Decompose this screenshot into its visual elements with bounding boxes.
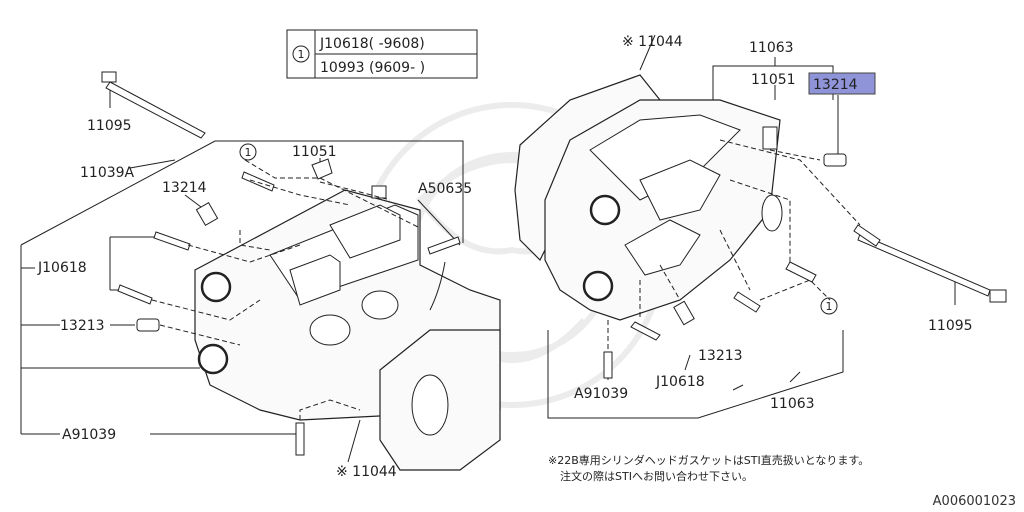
label-left-a91039: A91039 [62, 427, 116, 443]
legend-table: 1 J10618( -9608) 10993 (9609- ) [286, 29, 478, 79]
label-left-a50635: A50635 [418, 181, 472, 197]
label-left-11095: 11095 [87, 118, 132, 134]
highlight-13214[interactable] [808, 72, 876, 95]
label-left-11039a: 11039A [80, 165, 135, 181]
right-marker: 1 [826, 300, 833, 313]
legend-row-2: 10993 (9609- ) [320, 60, 425, 76]
left-small-bolts [117, 171, 461, 305]
left-guide [136, 318, 160, 332]
note-line-1: ※22B専用シリンダヘッドガスケットはSTI直売扱いとなります。 [548, 453, 869, 467]
note-line-2: 注文の際はSTIへお問い合わせ下さい。 [560, 469, 753, 483]
right-cap [762, 126, 778, 150]
right-assembly: 13214 [514, 34, 1007, 419]
label-right-11063-bottom: 11063 [770, 396, 815, 412]
left-head-bolt [101, 71, 206, 139]
right-pin [823, 153, 847, 167]
right-guide [673, 300, 695, 326]
legend-row-1: J10618( -9608) [319, 36, 425, 52]
label-left-13214: 13214 [162, 180, 207, 196]
label-right-11051: 11051 [751, 72, 796, 88]
notes: ※22B専用シリンダヘッドガスケットはSTI直売扱いとなります。 注文の際はST… [548, 453, 869, 483]
label-left-11051: 11051 [292, 144, 337, 160]
label-left-13213: 13213 [60, 318, 105, 334]
label-left-j10618: J10618 [37, 260, 87, 276]
legend-marker: 1 [298, 48, 305, 61]
label-left-11044: ※ 11044 [336, 464, 397, 480]
left-pin [195, 202, 219, 226]
label-right-11063-top: 11063 [749, 40, 794, 56]
label-right-13213: 13213 [698, 348, 743, 364]
left-assembly: 1 11095 11039A 13214 11051 A50635 J10618… [20, 71, 501, 480]
label-right-11095: 11095 [928, 318, 973, 334]
right-head-bolt [857, 233, 1007, 303]
left-marker: 1 [245, 146, 252, 159]
label-right-j10618: J10618 [655, 374, 705, 390]
right-cylinder-head [544, 99, 783, 321]
label-right-13214[interactable]: 13214 [813, 77, 858, 93]
right-stud [603, 351, 613, 379]
right-small-bolts [630, 224, 881, 341]
left-cap [311, 158, 333, 180]
left-stud [295, 422, 305, 456]
figure-code: A006001023 [933, 494, 1016, 509]
left-cylinder-head [194, 185, 501, 471]
label-right-11044: ※ 11044 [622, 34, 683, 50]
label-right-a91039: A91039 [574, 386, 628, 402]
